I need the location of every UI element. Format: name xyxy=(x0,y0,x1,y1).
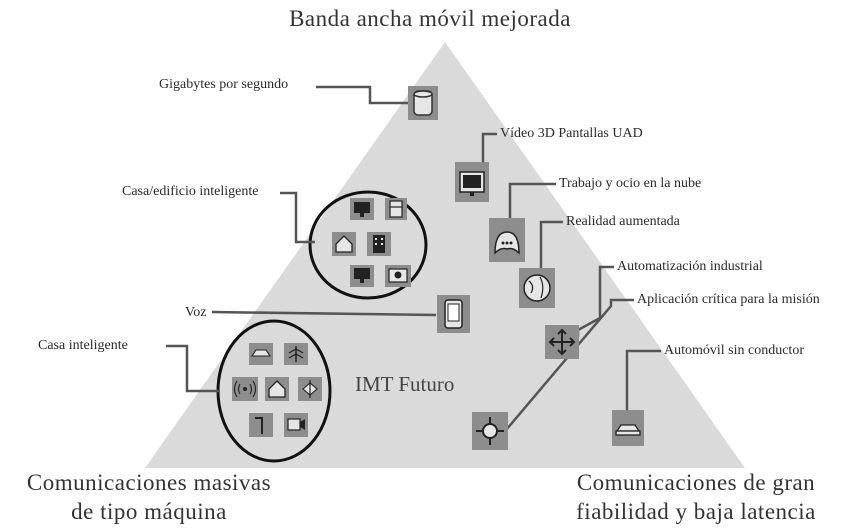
casa-inteligente-label: Casa inteligente xyxy=(38,338,128,353)
smart-building-circle xyxy=(308,190,428,300)
aplicacion-connector xyxy=(505,298,634,431)
crosshair-arrows-icon xyxy=(545,325,579,359)
video-icon xyxy=(284,413,308,437)
car-icon xyxy=(612,410,644,446)
building-icon xyxy=(367,232,391,256)
smart-home-icons xyxy=(232,343,322,437)
trabajo-nube-label: Trabajo y ocio en la nube xyxy=(559,176,702,191)
realidad-connector xyxy=(539,220,563,268)
realidad-label: Realidad aumentada xyxy=(566,214,680,229)
bottom-right-label-line2: fiabilidad y baja latencia xyxy=(576,499,816,524)
bottom-right-label-line1: Comunicaciones de gran xyxy=(576,470,816,495)
gigabytes-connector xyxy=(316,85,408,105)
wifi-signal-icon xyxy=(232,377,258,401)
automatizacion-label: Automatización industrial xyxy=(617,259,763,274)
top-corner-label: Banda ancha móvil mejorada xyxy=(289,6,571,31)
casa-inteligente-connector xyxy=(166,344,220,393)
automovil-label: Automóvil sin conductor xyxy=(664,343,804,358)
gigabytes-label: Gigabytes por segundo xyxy=(159,77,289,92)
casa-edificio-connector xyxy=(280,191,315,244)
gamepad-icon xyxy=(489,218,525,262)
camera-icon xyxy=(385,265,411,287)
bottom-left-label-line1: Comunicaciones masivas xyxy=(26,470,272,495)
sensor-icon xyxy=(284,343,308,365)
center-label: IMT Futuro xyxy=(355,372,455,396)
connector-lines xyxy=(166,85,661,431)
car-icon xyxy=(249,343,273,365)
trabajo-connector xyxy=(508,182,556,218)
monitor-icon xyxy=(350,198,374,220)
video3d-connector xyxy=(481,132,497,162)
monitor-icon xyxy=(350,265,374,287)
casa-edificio-label: Casa/edificio inteligente xyxy=(122,184,259,199)
database-icon xyxy=(408,86,438,120)
pyramid-triangle xyxy=(145,42,745,468)
sensor-icon xyxy=(298,377,322,401)
phone-icon xyxy=(437,295,470,333)
globe-icon xyxy=(519,268,555,308)
bottom-left-label-line2: de tipo máquina xyxy=(71,499,227,524)
voz-connector xyxy=(211,310,437,317)
automovil-connector xyxy=(625,349,661,410)
aplicacion-label: Aplicación crítica para la misión xyxy=(637,292,820,307)
video3d-label: Vídeo 3D Pantallas UAD xyxy=(500,126,643,141)
fridge-icon xyxy=(385,198,407,220)
smart-building-icons xyxy=(332,198,411,287)
house-icon xyxy=(332,232,356,256)
voz-label: Voz xyxy=(185,305,207,320)
house-icon xyxy=(265,377,289,401)
traffic-light-icon xyxy=(249,413,273,437)
monitor-icon xyxy=(455,162,489,202)
target-icon xyxy=(472,412,508,450)
